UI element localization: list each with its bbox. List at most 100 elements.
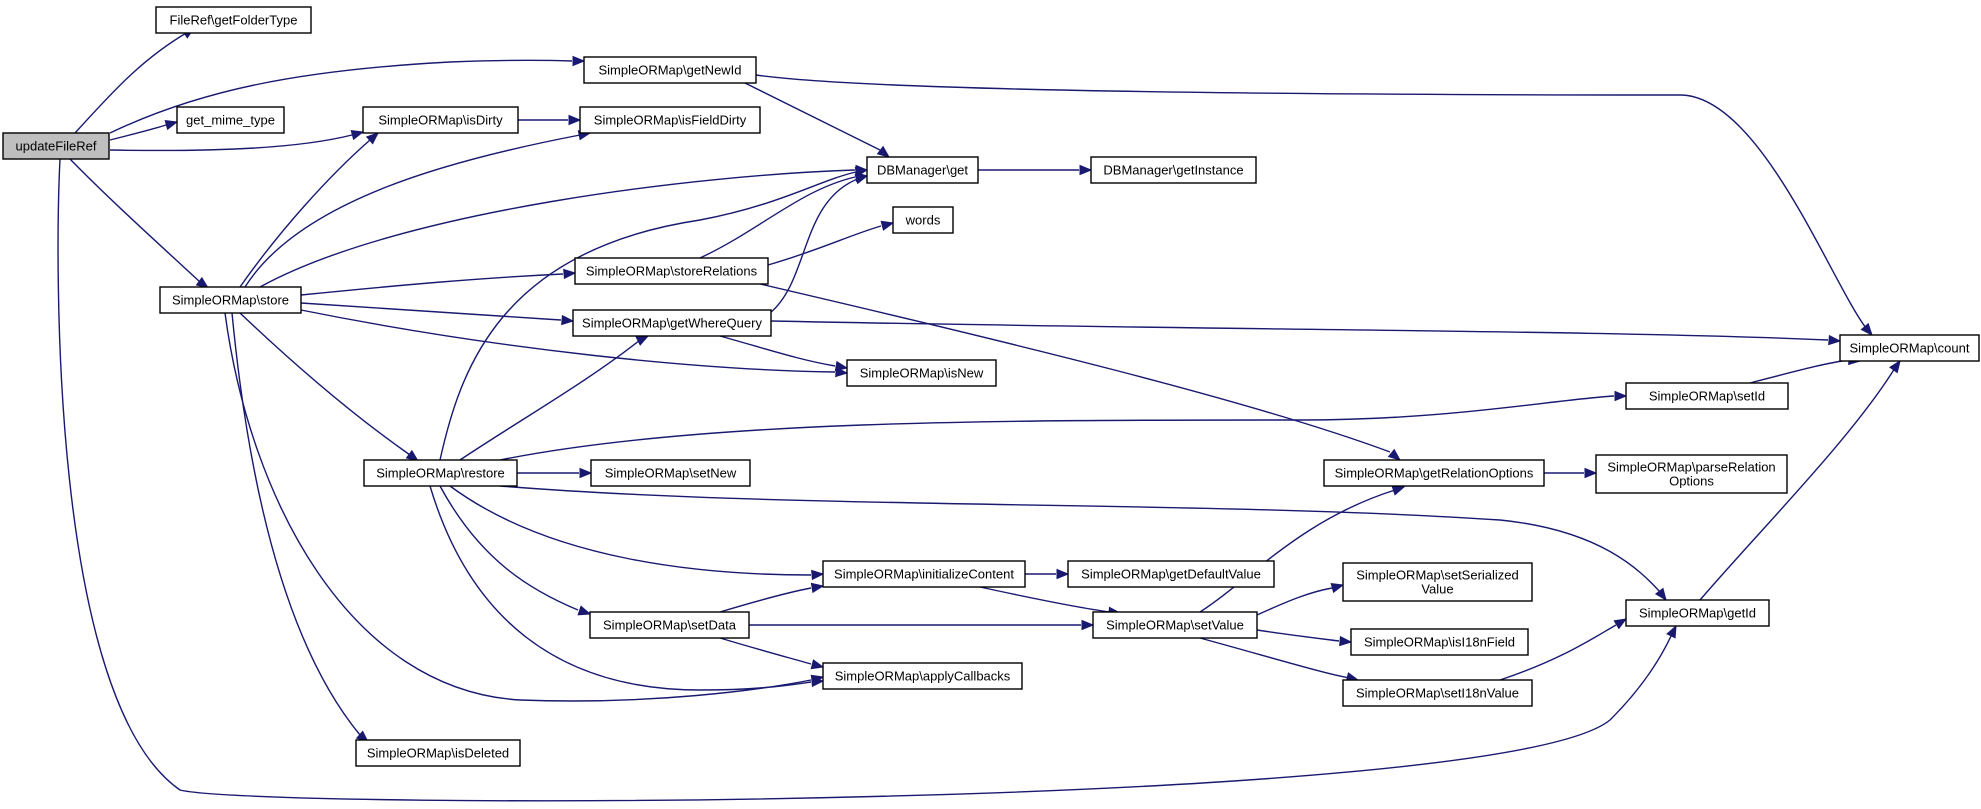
edge-arrowhead — [1339, 635, 1353, 647]
edge-restore-to-setId — [499, 390, 1628, 461]
node-store[interactable]: SimpleORMap\store — [159, 286, 302, 314]
node-label: SimpleORMap\getRelationOptions — [1335, 466, 1534, 481]
edge-storeRelations-to-getRelationOptions — [759, 283, 1402, 461]
edge-line — [499, 395, 1615, 461]
edge-line — [224, 312, 812, 702]
node-label: SimpleORMap\parseRelation — [1607, 460, 1775, 475]
edge-arrowhead — [1584, 467, 1598, 479]
edge-restore-to-dbget — [439, 166, 869, 461]
edge-arrowhead — [563, 268, 577, 280]
edge-arrowhead — [1666, 624, 1677, 639]
edge-arrowhead — [811, 676, 825, 688]
edge-arrowhead — [365, 132, 379, 145]
edges-layer — [57, 27, 1901, 802]
node-label: DBManager\getInstance — [1103, 163, 1243, 178]
node-box — [822, 662, 1023, 690]
node-box — [574, 257, 769, 285]
edge-restore-to-initializeContent — [449, 485, 825, 581]
node-getNewId[interactable]: SimpleORMap\getNewId — [583, 56, 757, 84]
edge-getWhereQuery-to-dbget — [769, 174, 869, 314]
edge-updateFileRef-to-store — [69, 158, 210, 289]
node-label: SimpleORMap\setNew — [605, 466, 737, 481]
edge-line — [239, 139, 371, 288]
node-setNew[interactable]: SimpleORMap\setNew — [590, 459, 751, 487]
edge-arrowhead — [572, 55, 586, 67]
node-updateFileRef[interactable]: updateFileRef — [2, 132, 110, 160]
edge-line — [239, 312, 411, 456]
edge-arrowhead — [810, 659, 825, 670]
node-label: SimpleORMap\getDefaultValue — [1081, 567, 1261, 582]
node-label: Value — [1421, 582, 1453, 597]
node-box — [892, 206, 954, 234]
edge-line — [1499, 624, 1617, 681]
edge-line — [1199, 489, 1396, 613]
edge-store-to-storeRelations — [300, 268, 577, 296]
edge-line — [244, 134, 581, 288]
node-isI18nField[interactable]: SimpleORMap\isI18nField — [1350, 628, 1529, 656]
edge-restore-to-applyCallbacks — [429, 485, 825, 691]
edge-updateFileRef-to-get_mime_type — [109, 119, 179, 141]
edge-arrowhead — [880, 220, 895, 231]
edge-arrowhead — [577, 605, 592, 616]
node-get_mime_type[interactable]: get_mime_type — [176, 106, 285, 134]
edge-line — [1256, 587, 1333, 616]
edge-line — [719, 587, 812, 613]
node-label: SimpleORMap\setSerialized — [1356, 568, 1519, 583]
node-label: FileRef\getFolderType — [170, 13, 298, 28]
node-label: SimpleORMap\restore — [376, 466, 505, 481]
node-count[interactable]: SimpleORMap\count — [1839, 334, 1980, 362]
edge-arrowhead — [164, 119, 179, 131]
node-applyCallbacks[interactable]: SimpleORMap\applyCallbacks — [822, 662, 1023, 690]
node-setI18nValue[interactable]: SimpleORMap\setI18nValue — [1342, 679, 1533, 707]
edge-line — [499, 485, 1661, 593]
node-getId[interactable]: SimpleORMap\getId — [1625, 599, 1770, 627]
edge-arrowhead — [1889, 359, 1901, 374]
edge-updateFileRef-to-getId — [57, 158, 1677, 802]
edge-line — [767, 225, 882, 266]
node-words[interactable]: words — [892, 206, 954, 234]
edge-line — [259, 169, 856, 288]
node-box — [1625, 382, 1789, 410]
node-label: SimpleORMap\applyCallbacks — [835, 669, 1011, 684]
node-label: SimpleORMap\storeRelations — [586, 264, 758, 279]
edge-arrowhead — [579, 467, 593, 479]
node-setId[interactable]: SimpleORMap\setId — [1625, 382, 1789, 410]
node-box — [1625, 599, 1770, 627]
node-getDefaultValue[interactable]: SimpleORMap\getDefaultValue — [1067, 560, 1275, 588]
edge-arrowhead — [1387, 448, 1402, 461]
node-setData[interactable]: SimpleORMap\setData — [589, 611, 750, 639]
edge-line — [770, 320, 1829, 341]
node-box — [362, 106, 519, 134]
edge-line — [109, 124, 167, 141]
node-isDeleted[interactable]: SimpleORMap\isDeleted — [355, 739, 521, 767]
edge-arrowhead — [811, 569, 825, 581]
node-label: get_mime_type — [186, 113, 275, 128]
edge-line — [109, 134, 353, 152]
node-dbget[interactable]: DBManager\get — [866, 156, 979, 184]
node-storeRelations[interactable]: SimpleORMap\storeRelations — [574, 257, 769, 285]
node-box — [822, 560, 1026, 588]
node-initializeContent[interactable]: SimpleORMap\initializeContent — [822, 560, 1026, 588]
node-getFolderType[interactable]: FileRef\getFolderType — [155, 6, 312, 34]
node-getInstance[interactable]: DBManager\getInstance — [1090, 156, 1257, 184]
node-isFieldDirty[interactable]: SimpleORMap\isFieldDirty — [579, 106, 761, 134]
node-setValue[interactable]: SimpleORMap\setValue — [1092, 611, 1258, 639]
edge-line — [449, 485, 812, 576]
node-box — [159, 286, 302, 314]
node-label: SimpleORMap\setData — [603, 618, 737, 633]
edge-line — [719, 637, 812, 665]
edge-line — [429, 485, 812, 691]
node-isNew[interactable]: SimpleORMap\isNew — [846, 359, 997, 387]
node-getRelationOptions[interactable]: SimpleORMap\getRelationOptions — [1323, 459, 1545, 487]
edge-line — [1256, 629, 1340, 642]
edge-getRelationOptions-to-parseRelationOptions — [1544, 467, 1598, 479]
edge-line — [69, 158, 201, 283]
edge-arrowhead — [1330, 582, 1345, 594]
node-restore[interactable]: SimpleORMap\restore — [363, 459, 518, 487]
node-isDirty[interactable]: SimpleORMap\isDirty — [362, 106, 519, 134]
node-getWhereQuery[interactable]: SimpleORMap\getWhereQuery — [572, 309, 772, 337]
edge-setData-to-initializeContent — [719, 582, 825, 613]
edge-restore-to-getId — [499, 485, 1667, 602]
